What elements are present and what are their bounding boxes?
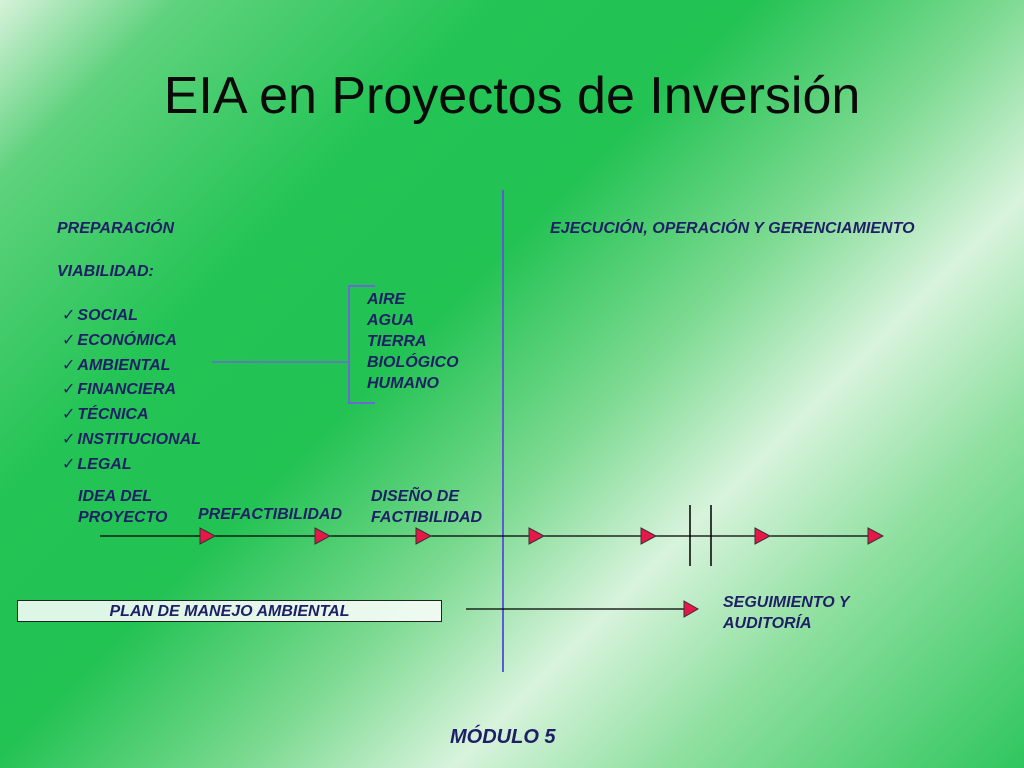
arrowhead-icon [754,527,772,545]
heading-preparacion: PREPARACIÓN [57,220,175,237]
arrowhead-icon [640,527,658,545]
viability-list: ✓SOCIAL ✓ECONÓMICA ✓AMBIENTAL ✓FINANCIER… [62,305,201,479]
list-item: ✓INSTITUCIONAL [62,430,201,448]
checkmark-icon: ✓ [62,430,76,448]
plan-arrowhead [683,600,700,618]
stage-idea: IDEA DEL PROYECTO [78,488,168,526]
checkmark-icon: ✓ [62,331,76,349]
plan-manejo-box: PLAN DE MANEJO AMBIENTAL [17,600,442,622]
arrowhead-icon [415,527,433,545]
list-item: ✓AMBIENTAL [62,356,171,374]
list-item: ✓SOCIAL [62,307,138,324]
timeline-arrowheads [199,527,885,545]
heading-ejecucion: EJECUCIÓN, OPERACIÓN Y GERENCIAMIENTO [550,220,915,237]
list-item: ✓FINANCIERA [62,381,177,399]
arrowhead-icon [314,527,332,545]
list-item: ✓TÉCNICA [62,406,149,424]
seguimiento-label: SEGUIMIENTO Y AUDITORÍA [723,594,850,632]
checkmark-icon: ✓ [62,356,76,374]
environment-list: AIRE AGUA TIERRA BIOLÓGICO HUMANO [367,289,459,394]
heading-viabilidad: VIABILIDAD: [57,263,154,280]
list-item: BIOLÓGICO [367,354,459,371]
checkmark-icon: ✓ [62,381,76,399]
environment-bracket [348,285,375,404]
module-label: MÓDULO 5 [450,726,556,748]
slide-title: EIA en Proyectos de Inversión [163,67,861,125]
stage-diseno: DISEÑO DE FACTIBILIDAD [371,488,483,526]
checkmark-icon: ✓ [62,455,76,473]
arrowhead-icon [528,527,546,545]
list-item: ✓LEGAL [62,455,132,473]
list-item: AIRE [367,291,406,308]
list-item: HUMANO [367,375,439,392]
checkmark-icon: ✓ [62,406,76,424]
plan-manejo-label: PLAN DE MANEJO AMBIENTAL [109,603,350,620]
list-item: ✓ECONÓMICA [62,331,177,349]
stage-prefactibilidad: PREFACTIBILIDAD [198,506,342,523]
list-item: AGUA [367,312,415,329]
checkmark-icon: ✓ [62,307,76,324]
arrowhead-icon [199,527,217,545]
list-item: TIERRA [367,333,427,350]
arrowhead-icon [867,527,885,545]
